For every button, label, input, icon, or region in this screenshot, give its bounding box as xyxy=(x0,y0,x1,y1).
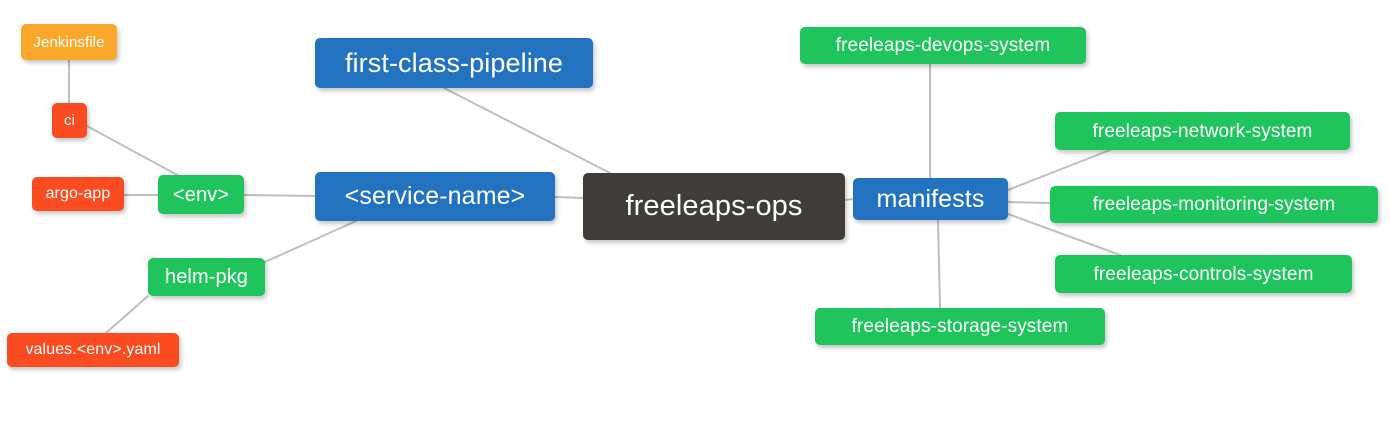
node-env[interactable]: <env> xyxy=(158,175,244,214)
node-label-argo-app: argo-app xyxy=(45,185,111,202)
edge-values-env-yaml-to-helm-pkg xyxy=(105,295,149,334)
node-freeleaps-monitoring-system[interactable]: freeleaps-monitoring-system xyxy=(1050,186,1378,223)
edge-first-class-pipeline-to-freeleaps-ops xyxy=(443,87,611,174)
node-label-env: <env> xyxy=(172,183,230,206)
node-label-manifests: manifests xyxy=(876,184,985,213)
edge-helm-pkg-to-service-name xyxy=(264,220,357,263)
node-label-values-env-yaml: values.<env>.yaml xyxy=(25,341,161,358)
node-ci[interactable]: ci xyxy=(52,103,87,138)
node-label-freeleaps-monitoring-system: freeleaps-monitoring-system xyxy=(1092,194,1336,215)
node-manifests[interactable]: manifests xyxy=(853,178,1008,220)
node-label-freeleaps-controls-system: freeleaps-controls-system xyxy=(1093,263,1314,285)
node-label-service-name: <service-name> xyxy=(344,182,526,210)
node-freeleaps-storage-system[interactable]: freeleaps-storage-system xyxy=(815,308,1105,345)
node-helm-pkg[interactable]: helm-pkg xyxy=(148,258,265,296)
node-freeleaps-controls-system[interactable]: freeleaps-controls-system xyxy=(1055,255,1352,293)
node-label-freeleaps-storage-system: freeleaps-storage-system xyxy=(851,316,1069,337)
node-label-freeleaps-ops: freeleaps-ops xyxy=(625,190,803,222)
node-freeleaps-network-system[interactable]: freeleaps-network-system xyxy=(1055,112,1350,150)
node-freeleaps-ops[interactable]: freeleaps-ops xyxy=(583,173,845,240)
edge-manifests-to-freeleaps-monitoring-system xyxy=(1007,201,1051,204)
node-label-freeleaps-devops-system: freeleaps-devops-system xyxy=(835,35,1051,56)
node-values-env-yaml[interactable]: values.<env>.yaml xyxy=(7,333,179,367)
edge-manifests-to-freeleaps-storage-system xyxy=(937,219,941,309)
node-label-jenkinsfile: Jenkinsfile xyxy=(33,33,105,51)
node-label-helm-pkg: helm-pkg xyxy=(164,266,249,288)
node-freeleaps-devops-system[interactable]: freeleaps-devops-system xyxy=(800,27,1086,64)
edge-service-name-to-freeleaps-ops xyxy=(554,196,584,199)
node-jenkinsfile[interactable]: Jenkinsfile xyxy=(21,24,117,60)
edge-freeleaps-ops-to-manifests xyxy=(844,198,854,201)
node-argo-app[interactable]: argo-app xyxy=(32,177,124,211)
edge-env-to-service-name xyxy=(243,194,316,197)
node-first-class-pipeline[interactable]: first-class-pipeline xyxy=(315,38,593,88)
edge-manifests-to-freeleaps-network-system xyxy=(1007,149,1111,191)
node-label-ci: ci xyxy=(63,112,76,129)
node-label-first-class-pipeline: first-class-pipeline xyxy=(344,47,564,78)
node-label-freeleaps-network-system: freeleaps-network-system xyxy=(1092,120,1313,142)
node-service-name[interactable]: <service-name> xyxy=(315,172,555,221)
